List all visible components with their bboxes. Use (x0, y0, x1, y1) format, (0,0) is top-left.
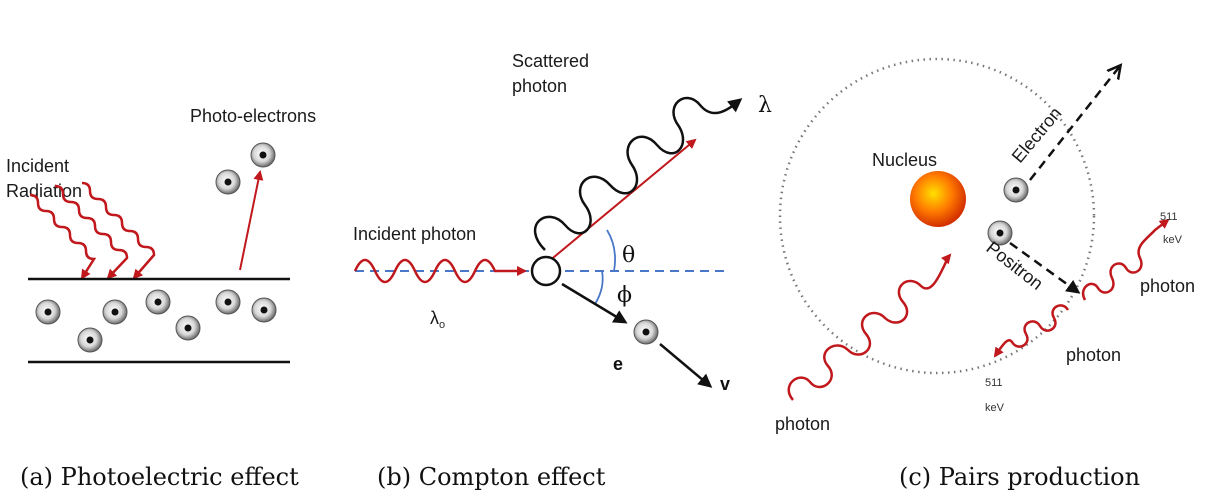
panel-pair-production: Nucleus Electron Positron 511 keV 511 ke… (775, 57, 1195, 434)
caption-c: (c) Pairs production (899, 463, 1140, 491)
electron-track (1029, 66, 1120, 181)
scattered-photon-label-2: photon (512, 76, 567, 96)
annihilation-photon-up (1081, 218, 1170, 301)
scattered-photon-wave-path (533, 96, 743, 251)
electron-particle (145, 289, 171, 315)
atom-boundary (778, 57, 1096, 375)
recoil-arrow-1 (561, 282, 628, 324)
kev-value-upper: 511 (1160, 211, 1178, 223)
incident-radiation-label-1: Incident (6, 156, 69, 176)
electron-particle (175, 315, 201, 341)
incident-photon-label: Incident photon (353, 224, 476, 244)
incident-gamma-wave (787, 253, 952, 401)
created-positron (987, 220, 1013, 246)
theta-arc (606, 229, 616, 272)
photon-label-middle: photon (1066, 345, 1121, 365)
recoil-electron (633, 319, 659, 345)
recoil-arrow-2 (659, 343, 713, 388)
lambda-label: λ (758, 93, 772, 118)
photon-label-right: photon (1140, 276, 1195, 296)
electron-particle (35, 299, 61, 325)
phi-label: ϕ (617, 283, 632, 308)
nucleus-label: Nucleus (872, 150, 937, 170)
kev-unit-upper: keV (1163, 234, 1183, 246)
kev-unit-lower: keV (985, 402, 1005, 414)
electron-particle (215, 169, 241, 195)
annihilation-photon-down (993, 304, 1070, 358)
incident-ray-2 (54, 184, 129, 280)
caption-a: (a) Photoelectric effect (20, 463, 299, 491)
kev-value-lower: 511 (985, 377, 1003, 389)
photo-electrons-label: Photo-electrons (190, 106, 316, 126)
electron-track-label: Electron (1008, 103, 1066, 166)
panel-compton: Scattered photon λ Incident photon θ ϕ λ… (353, 51, 772, 394)
panel-photoelectric: Incident Radiation Photo-electrons (6, 106, 316, 364)
theta-label: θ (622, 243, 635, 268)
caption-b: (b) Compton effect (377, 463, 606, 491)
nucleus (910, 171, 966, 227)
electron-particle (215, 289, 241, 315)
incident-ray-1 (29, 193, 97, 280)
scattered-direction-line (547, 138, 697, 263)
incident-radiation-label-2: Radiation (6, 181, 82, 201)
phi-arc (594, 270, 604, 305)
emission-arrow (239, 170, 264, 271)
electron-e-label: e (613, 354, 623, 374)
incident-ray-3 (81, 181, 156, 280)
lambda-0-label: λo (430, 308, 445, 331)
electron-particle (251, 297, 277, 323)
electron-particle (250, 142, 276, 168)
created-electron (1003, 177, 1029, 203)
photon-label-incident: photon (775, 414, 830, 434)
electron-particle (77, 327, 103, 353)
incident-photon-wave (353, 258, 527, 284)
scattered-photon-label-1: Scattered (512, 51, 589, 71)
electron-particle (102, 299, 128, 325)
target-electron (530, 255, 562, 287)
velocity-v-label: v (720, 374, 730, 394)
